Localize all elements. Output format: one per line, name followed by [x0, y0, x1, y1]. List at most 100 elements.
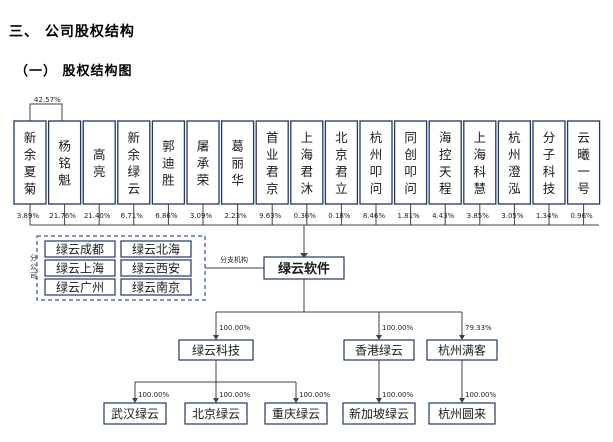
child-pct: 100.00% — [219, 391, 250, 399]
shareholder-pct: 21.76% — [49, 212, 76, 220]
shareholder-box — [324, 120, 359, 205]
shareholder-box — [255, 120, 289, 205]
subsidiary-pct: 100.00% — [382, 324, 413, 332]
shareholder-name: 北京君立 — [335, 130, 348, 196]
company-name: 绿云软件 — [278, 261, 330, 277]
branch-2: 绿云北海 — [120, 240, 192, 258]
shareholder-pct: 6.86% — [155, 212, 178, 220]
arrow-icon — [459, 335, 465, 340]
shareholder-pct: 3.05% — [501, 212, 524, 220]
shareholder-10: 北京君立 0.18% — [324, 120, 359, 225]
branch-box — [120, 278, 192, 296]
shareholder-17: 云曦一号 0.96% — [566, 120, 601, 225]
manke-child-1: 100.00% 杭州圆来 — [428, 382, 496, 425]
shareholder-name: 杭州澄泓 — [508, 130, 521, 196]
shareholder-name: 郭迪胜 — [162, 139, 175, 188]
shareholder-pct: 8.46% — [363, 212, 386, 220]
shareholder-box — [497, 120, 532, 205]
shareholder-name: 海控天程 — [439, 130, 452, 196]
shareholder-box — [13, 120, 47, 205]
shareholder-pct: 9.63% — [259, 212, 282, 220]
shareholder-box — [393, 120, 428, 205]
subsidiary-pct: 100.00% — [219, 324, 250, 332]
branch-name: 绿云北海 — [132, 242, 180, 257]
shareholder-box — [359, 120, 393, 205]
shareholder-pct: 0.96% — [570, 212, 593, 220]
arrow-icon — [213, 398, 219, 403]
subsidiary-1: 100.00%绿云科技 — [178, 312, 254, 361]
shareholder-name: 屠承荣 — [197, 139, 210, 188]
shareholder-pct: 3.09% — [190, 212, 213, 220]
subsidiary-pct: 79.33% — [465, 324, 492, 332]
shareholder-pct: 2.23% — [224, 212, 247, 220]
subsidiary-name: 香港绿云 — [355, 343, 403, 358]
grandchildren-row: 100.00%武汉绿云100.00%北京绿云100.00%重庆绿云100.00%… — [103, 360, 496, 425]
child-box — [103, 402, 167, 425]
child-pct: 100.00% — [138, 391, 169, 399]
shareholder-15: 杭州澄泓 3.05% — [497, 120, 532, 225]
shareholder-box — [428, 120, 462, 205]
branch-name: 绿云南京 — [132, 280, 180, 295]
arrow-icon — [376, 398, 382, 403]
keji-child-3: 100.00% 重庆绿云 — [264, 382, 330, 425]
shareholders-row: 新余夏菊3.89%杨铭魁21.76%高亮21.40%新余绿云6.71%郭迪胜6.… — [13, 120, 601, 225]
child-name: 武汉绿云 — [111, 406, 159, 421]
shareholder-13: 海控天程 4.43% — [428, 120, 462, 225]
child-name: 新加坡绿云 — [349, 406, 409, 421]
child-name: 北京绿云 — [192, 406, 240, 421]
shareholder-box — [47, 120, 82, 205]
child-name: 重庆绿云 — [272, 406, 320, 421]
branch-1: 绿云成都 — [44, 240, 116, 258]
branch-6: 绿云南京 — [120, 278, 192, 296]
child-box — [342, 402, 416, 425]
section-heading: 三、 公司股权结构 — [9, 24, 135, 40]
branch-group-label: 分公司 — [30, 253, 37, 280]
shareholder-name: 杨铭魁 — [58, 139, 71, 188]
shareholder-2: 杨铭魁 21.76% — [47, 120, 82, 225]
shareholder-pct: 3.85% — [467, 212, 490, 220]
shareholder-16: 分子科技 1.34% — [532, 120, 566, 225]
branch-3: 绿云上海 — [44, 259, 116, 277]
arrow-to-company-icon — [300, 253, 308, 258]
shareholder-pct: 4.43% — [432, 212, 455, 220]
shareholder-pct: 21.40% — [84, 212, 111, 220]
shareholder-pct: 3.89% — [17, 212, 40, 220]
top-link-pct: 42.57% — [34, 96, 61, 104]
child-pct: 100.00% — [465, 391, 496, 399]
shareholder-pct: 1.34% — [536, 212, 559, 220]
branch-name: 绿云西安 — [132, 261, 180, 276]
subsidiary-3: 79.33% 杭州满客 — [426, 312, 498, 361]
shareholder-5: 郭迪胜 6.86% — [151, 120, 186, 225]
branch-box — [44, 278, 116, 296]
shareholder-pct: 6.71% — [121, 212, 144, 220]
shareholder-box — [82, 120, 116, 205]
shareholder-pct: 0.18% — [328, 212, 351, 220]
shareholder-11: 杭州叩问 8.46% — [359, 120, 393, 225]
shareholder-name: 新余绿云 — [128, 130, 141, 196]
shareholder-name: 高亮 — [93, 147, 106, 179]
child-name: 杭州圆来 — [438, 406, 486, 421]
shareholder-name: 上海君沐 — [301, 130, 314, 196]
shareholder-name: 杭州叩问 — [370, 130, 383, 196]
child-box — [264, 402, 328, 425]
keji-child-1: 100.00% 武汉绿云 — [103, 382, 169, 425]
shareholder-box — [220, 120, 255, 205]
shareholder-name: 同创叩问 — [404, 130, 417, 196]
shareholder-name: 分子科技 — [543, 130, 556, 196]
shareholder-pct: 1.81% — [397, 212, 420, 220]
subsection-heading: （一） 股权结构图 — [15, 64, 133, 79]
subsidiary-name: 杭州满客 — [438, 343, 486, 358]
branch-link-label: 分支机构 — [220, 255, 248, 264]
child-pct: 100.00% — [299, 391, 330, 399]
shareholder-4: 新余绿云 6.71% — [117, 120, 151, 225]
arrow-icon — [293, 398, 299, 403]
branch-box — [44, 259, 116, 277]
branch-box — [120, 259, 192, 277]
shareholder-name: 云曦一号 — [577, 130, 590, 196]
child-box — [428, 402, 496, 425]
